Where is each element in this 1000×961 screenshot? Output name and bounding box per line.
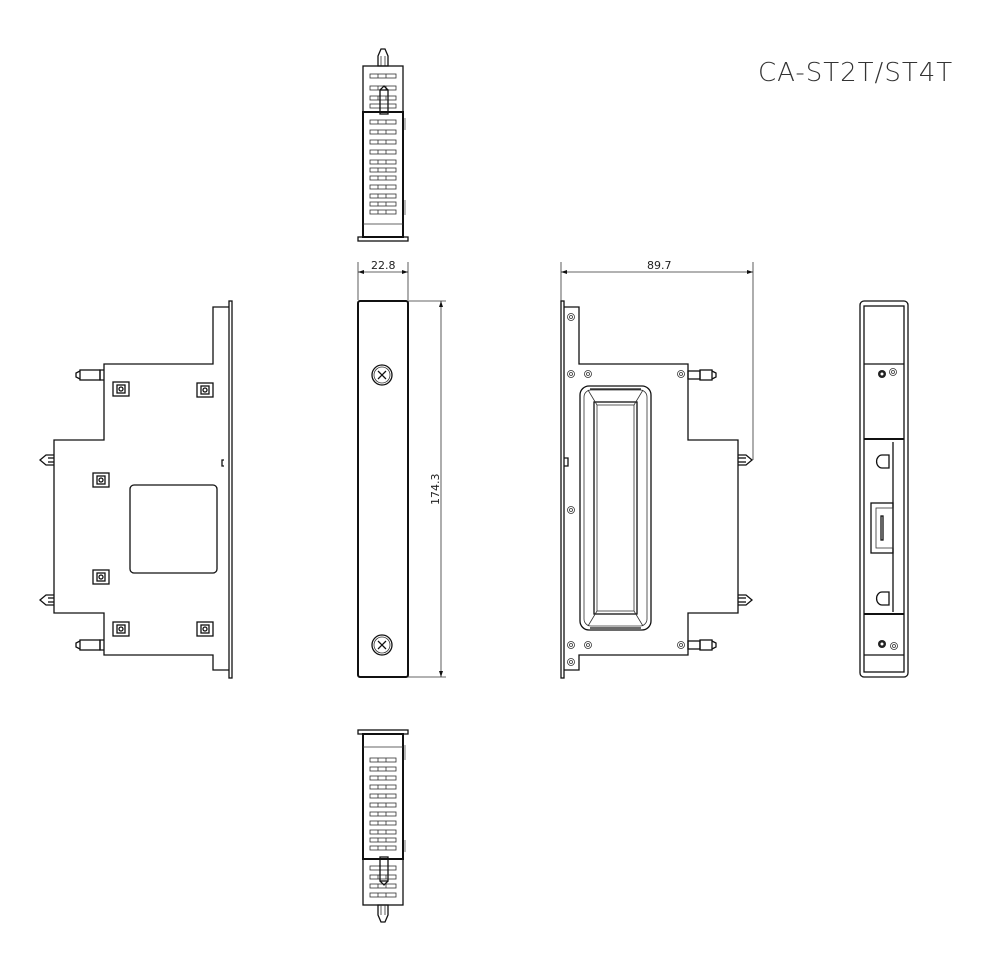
dimension-height: 174.3	[408, 300, 446, 678]
top-view	[357, 48, 409, 242]
bottom-view	[357, 729, 409, 923]
right-side-view	[560, 300, 754, 679]
dimension-width: 22.8	[357, 259, 409, 300]
screw-icon	[371, 634, 393, 656]
left-side-view	[38, 300, 233, 679]
rear-view	[859, 300, 909, 678]
dimension-height-label: 174.3	[429, 474, 442, 506]
dimension-depth: 89.7	[560, 259, 754, 460]
dimension-depth-label: 89.7	[647, 259, 672, 272]
screw-icon	[371, 364, 393, 386]
front-view	[357, 300, 409, 678]
dimension-width-label: 22.8	[371, 259, 396, 272]
drawing-title: CA-ST2T/ST4T	[758, 58, 954, 88]
